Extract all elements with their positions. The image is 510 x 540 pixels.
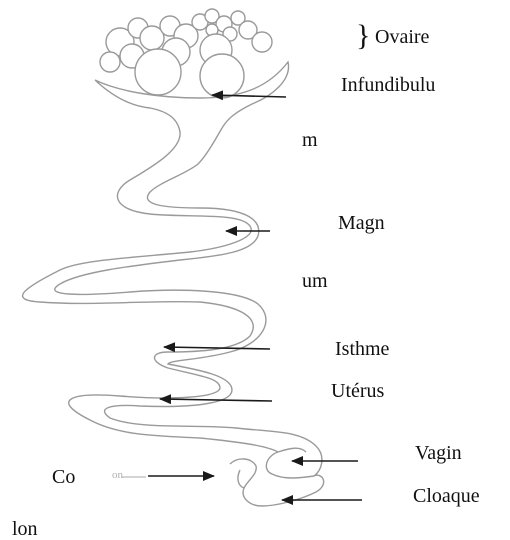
pointer-arrows: [148, 95, 362, 500]
label-ovaire: Ovaire: [375, 26, 429, 48]
label-colon-part1: Co: [52, 466, 75, 488]
label-infundibulum-part2: m: [302, 129, 318, 151]
arrow-uterus: [160, 399, 272, 401]
label-colon-small: on: [112, 469, 123, 481]
label-uterus: Utérus: [331, 380, 384, 402]
label-magnum-part2: um: [302, 270, 328, 292]
oviduct-wall-left: [23, 62, 289, 452]
label-colon-part2: lon: [12, 518, 38, 540]
label-infundibulum-part1: Infundibulu: [341, 74, 435, 96]
label-magnum-part1: Magn: [338, 212, 385, 234]
cloaca-structure: [230, 448, 324, 506]
ovaire-brace: }: [356, 21, 370, 51]
label-isthme: Isthme: [335, 338, 389, 360]
label-cloaque: Cloaque: [413, 485, 480, 507]
arrow-isthme: [164, 347, 270, 349]
label-vagin: Vagin: [415, 442, 462, 464]
ovary-follicles: [100, 9, 272, 98]
